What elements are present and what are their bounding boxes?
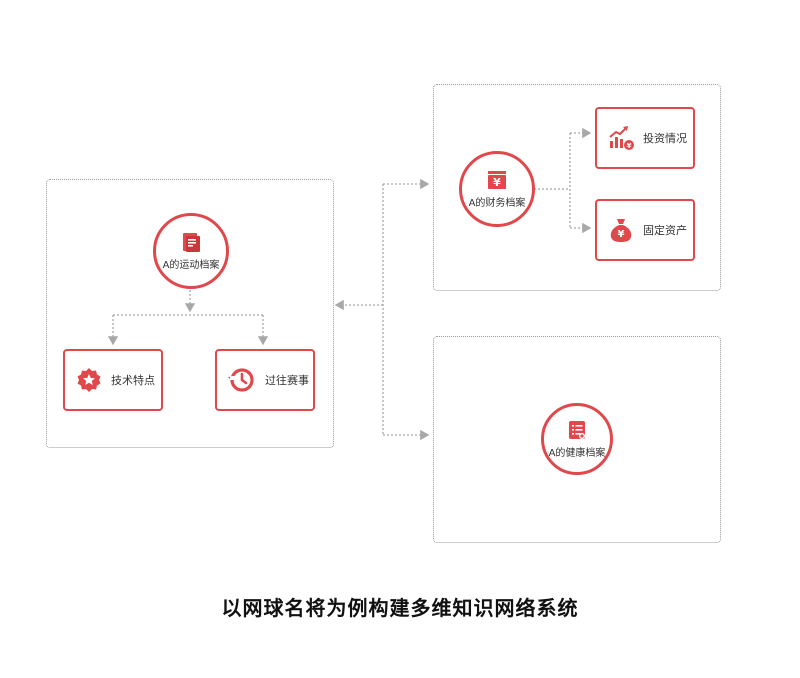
finance-group-box bbox=[433, 84, 721, 291]
medical-list-icon bbox=[569, 421, 585, 439]
health-profile-label: A的健康档案 bbox=[548, 448, 606, 459]
health-group-box bbox=[433, 336, 721, 543]
svg-text:¥: ¥ bbox=[618, 229, 625, 240]
document-icon bbox=[183, 233, 200, 252]
sports-profile-node[interactable]: A的运动档案 bbox=[153, 213, 229, 289]
svg-text:¥: ¥ bbox=[627, 142, 632, 150]
figure-caption: 以网球名将为例构建多维知识网络系统 bbox=[221, 596, 579, 620]
growth-chart-icon: ¥ bbox=[609, 126, 634, 150]
fixed-assets-label: 固定资产 bbox=[643, 224, 687, 237]
history-clock-icon bbox=[228, 368, 254, 392]
sports-group-box bbox=[46, 179, 334, 448]
finance-profile-label: A的财务档案 bbox=[468, 198, 526, 209]
fixed-assets-node[interactable]: ¥ 固定资产 bbox=[595, 199, 695, 261]
investment-label: 投资情况 bbox=[643, 132, 687, 145]
finance-profile-node[interactable]: ¥ A的财务档案 bbox=[459, 151, 535, 227]
money-bag-icon: ¥ bbox=[610, 219, 632, 242]
matches-node[interactable]: 过往赛事 bbox=[215, 349, 315, 411]
yuan-box-icon: ¥ bbox=[488, 171, 506, 189]
investment-node[interactable]: ¥ 投资情况 bbox=[595, 107, 695, 169]
skills-node[interactable]: 技术特点 bbox=[63, 349, 163, 411]
sports-profile-label: A的运动档案 bbox=[162, 260, 220, 271]
health-profile-node[interactable]: A的健康档案 bbox=[541, 403, 613, 475]
award-badge-icon bbox=[77, 368, 101, 392]
svg-text:¥: ¥ bbox=[493, 176, 501, 189]
matches-label: 过往赛事 bbox=[265, 374, 309, 387]
skills-label: 技术特点 bbox=[111, 374, 155, 387]
